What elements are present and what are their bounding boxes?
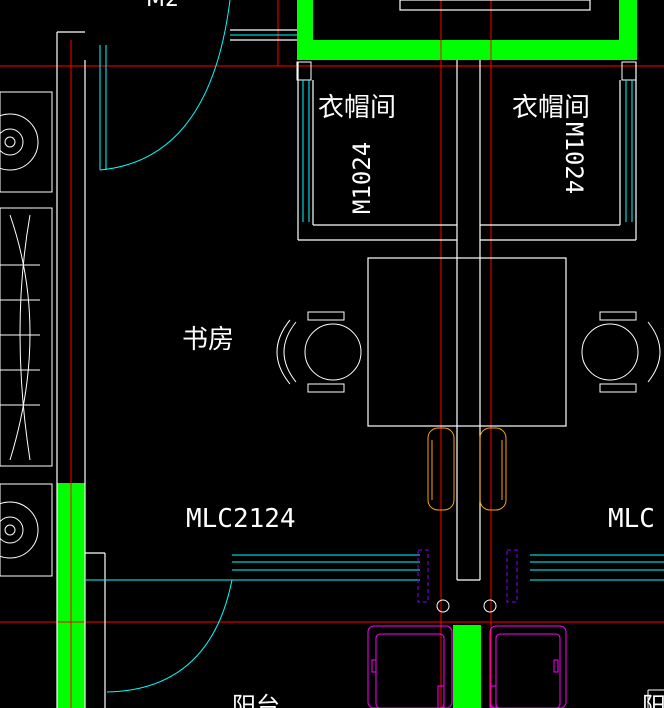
label-balcony-left: 阳台 — [232, 692, 280, 708]
label-balcony-right: 阳 — [642, 692, 664, 708]
label-door-bottom-left: MLC2124 — [186, 504, 296, 534]
wall-outlines — [56, 0, 637, 708]
label-study: 书房 — [182, 325, 234, 355]
label-door-left: M1024 — [348, 142, 376, 214]
magenta-fixtures — [367, 625, 567, 708]
purple-door-leaves — [417, 549, 518, 603]
left-fixtures — [0, 91, 53, 577]
label-top-partial: M2 — [146, 0, 179, 12]
columns — [296, 61, 637, 81]
study-chair-right — [581, 311, 661, 393]
right-frame — [647, 689, 664, 708]
label-door-right: M1024 — [560, 122, 588, 194]
study-chair-left — [276, 311, 362, 393]
label-closet-left: 衣帽间 — [318, 93, 396, 123]
label-door-bottom-right: MLC — [608, 504, 655, 534]
windows — [85, 0, 664, 693]
orange-chairs — [427, 427, 507, 511]
label-closet-right: 衣帽间 — [512, 93, 590, 123]
door-pivots — [436, 599, 497, 613]
